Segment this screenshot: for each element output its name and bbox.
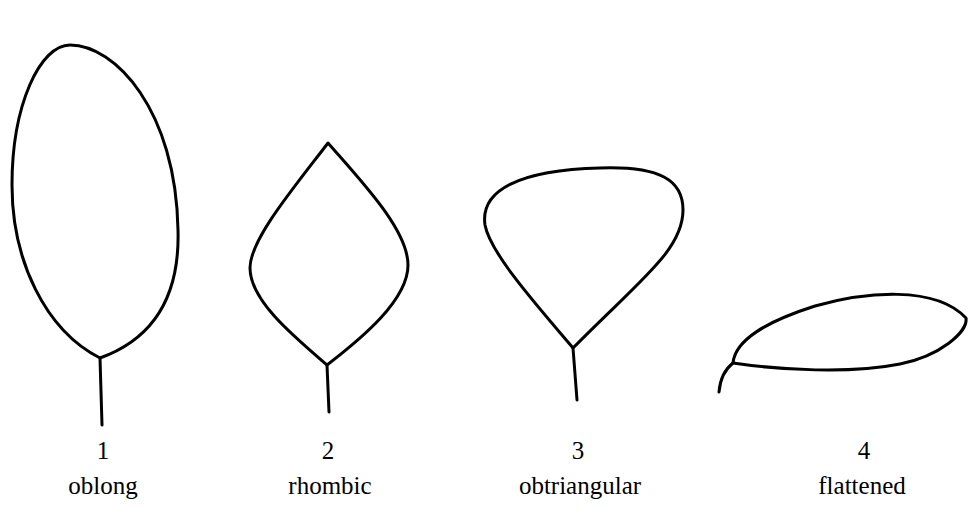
callout-number: 1 <box>97 438 110 463</box>
shape-name: flattened <box>818 473 905 498</box>
leaf-stalk <box>327 365 329 412</box>
leaf-stalk <box>573 348 577 400</box>
shape-name: obtriangular <box>519 473 641 498</box>
oblong-leaf <box>12 45 178 358</box>
shape-name: oblong <box>68 473 137 498</box>
obtriangular-leaf <box>485 168 683 348</box>
callout-number: 3 <box>572 438 585 463</box>
shape-name: rhombic <box>288 473 371 498</box>
callout-number: 2 <box>322 438 335 463</box>
callout-number: 4 <box>858 438 871 463</box>
leaf-stalk <box>100 358 102 425</box>
flattened-leaf <box>733 294 966 370</box>
leaf-stalk <box>719 363 733 392</box>
rhombic-leaf <box>250 143 408 365</box>
